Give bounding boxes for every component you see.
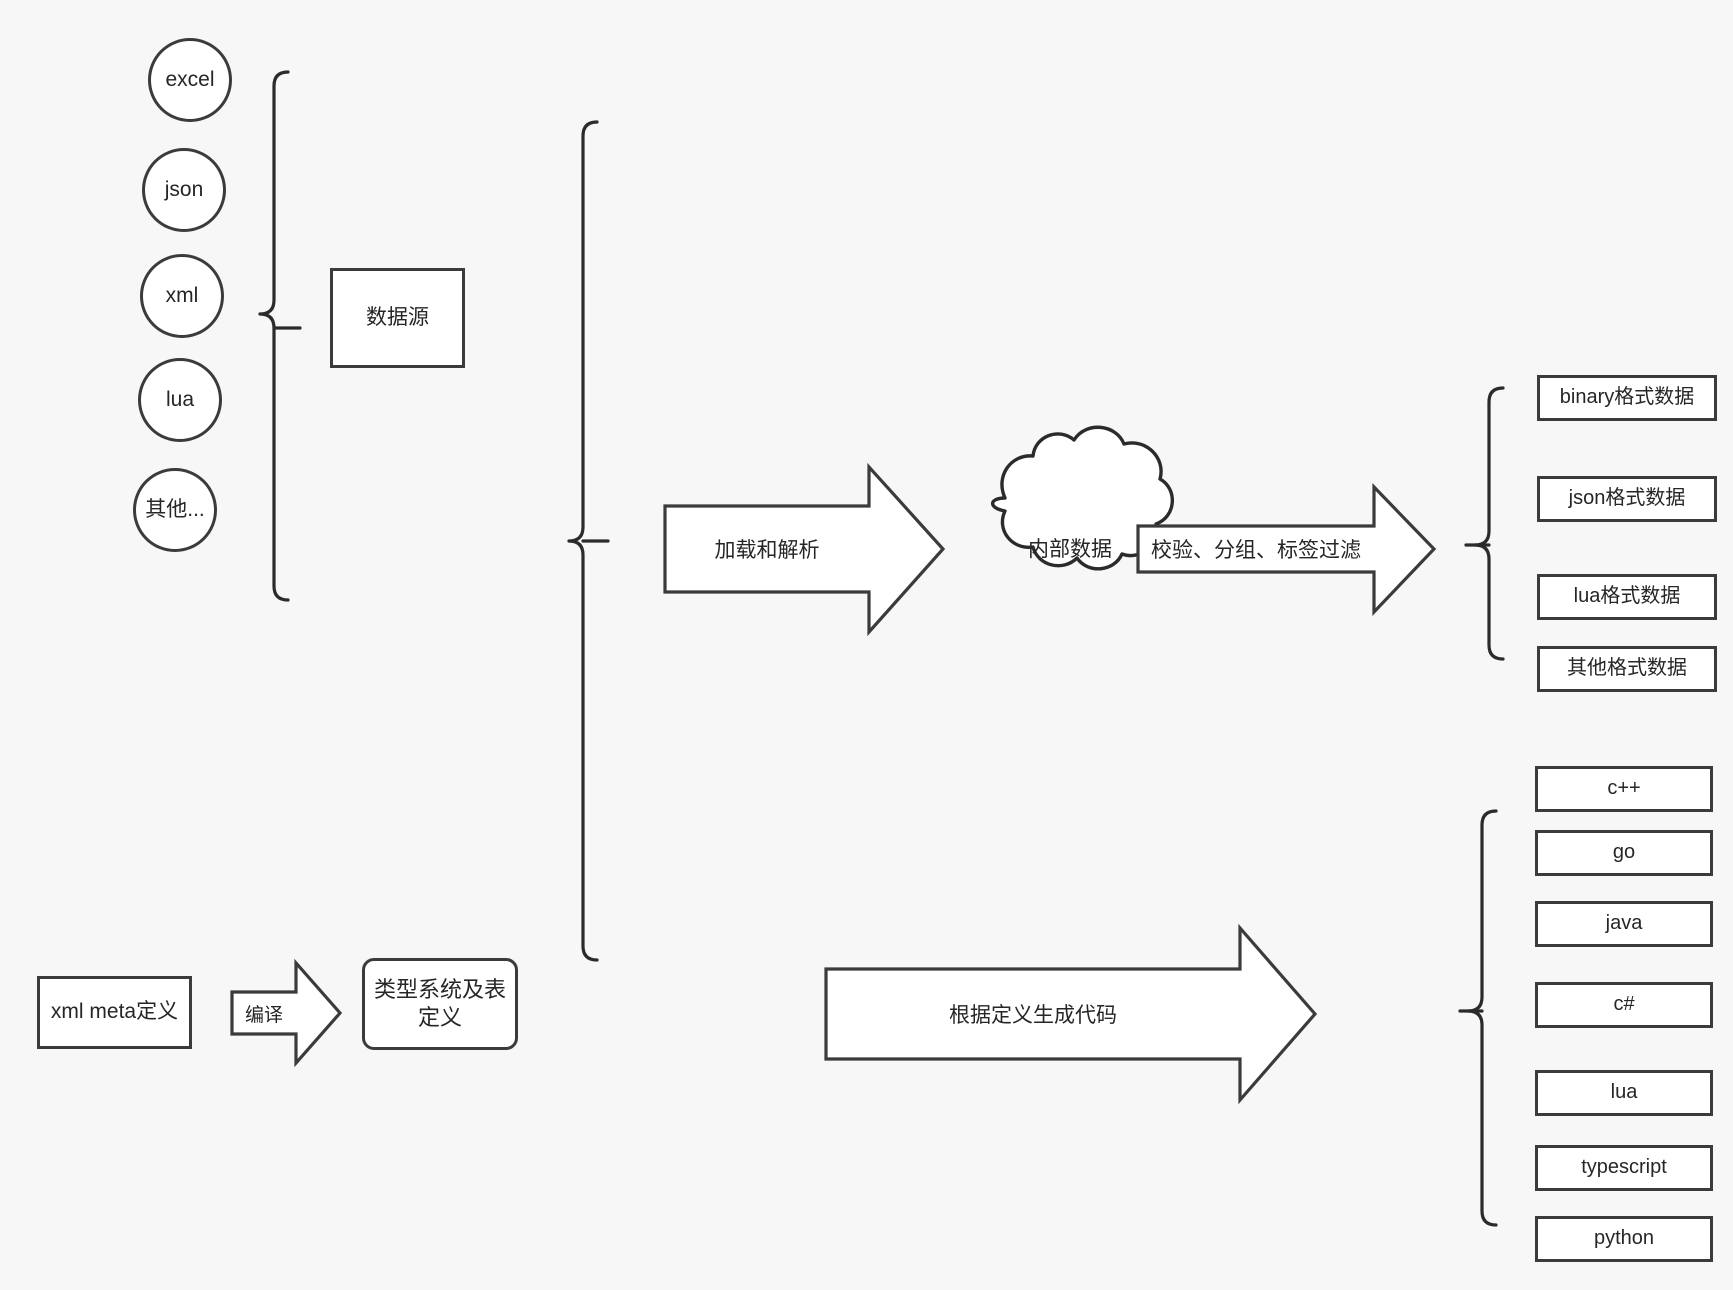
format-label: json格式数据 bbox=[1568, 487, 1686, 510]
source-label: excel bbox=[165, 67, 215, 91]
language-box-csharp[interactable]: c# bbox=[1535, 982, 1713, 1028]
filter-arrow-shape bbox=[1136, 483, 1437, 616]
language-label: lua bbox=[1610, 1081, 1638, 1104]
sources-brace bbox=[258, 70, 290, 602]
format-label: binary格式数据 bbox=[1559, 386, 1695, 409]
source-node-other[interactable]: 其他... bbox=[133, 468, 217, 552]
format-box-json[interactable]: json格式数据 bbox=[1537, 476, 1717, 522]
pipeline-input-brace bbox=[567, 120, 599, 962]
source-label: xml bbox=[165, 283, 199, 307]
language-label: typescript bbox=[1581, 1156, 1667, 1179]
source-node-lua[interactable]: lua bbox=[138, 358, 222, 442]
xml-meta-label: xml meta定义 bbox=[50, 1000, 179, 1024]
type-system-label: 类型系统及表定义 bbox=[373, 976, 506, 1030]
language-box-go[interactable]: go bbox=[1535, 830, 1713, 876]
type-system-definition-box[interactable]: 类型系统及表定义 bbox=[362, 958, 518, 1050]
language-label: java bbox=[1605, 912, 1643, 935]
format-label: 其他格式数据 bbox=[1567, 657, 1687, 680]
data-source-group-box[interactable]: 数据源 bbox=[330, 268, 465, 368]
language-box-typescript[interactable]: typescript bbox=[1535, 1145, 1713, 1191]
source-node-xml[interactable]: xml bbox=[140, 254, 224, 338]
language-label: go bbox=[1612, 841, 1636, 864]
compile-arrow-shape bbox=[230, 958, 343, 1068]
load-parse-arrow-shape bbox=[663, 462, 946, 637]
source-label: lua bbox=[165, 387, 195, 411]
language-box-cpp[interactable]: c++ bbox=[1535, 766, 1713, 812]
language-box-python[interactable]: python bbox=[1535, 1216, 1713, 1262]
codegen-arrow-shape bbox=[824, 923, 1318, 1105]
internal-data-cloud-shape bbox=[990, 425, 1175, 571]
format-box-lua[interactable]: lua格式数据 bbox=[1537, 574, 1717, 620]
language-label: python bbox=[1593, 1227, 1655, 1250]
language-box-java[interactable]: java bbox=[1535, 901, 1713, 947]
source-node-excel[interactable]: excel bbox=[148, 38, 232, 122]
format-box-binary[interactable]: binary格式数据 bbox=[1537, 375, 1717, 421]
format-box-other[interactable]: 其他格式数据 bbox=[1537, 646, 1717, 692]
format-label: lua格式数据 bbox=[1573, 585, 1681, 608]
data-source-group-label: 数据源 bbox=[366, 305, 429, 329]
language-box-lua[interactable]: lua bbox=[1535, 1070, 1713, 1116]
source-node-json[interactable]: json bbox=[142, 148, 226, 232]
language-label: c++ bbox=[1607, 777, 1641, 800]
xml-meta-definition-box[interactable]: xml meta定义 bbox=[37, 976, 192, 1049]
source-label: json bbox=[164, 177, 204, 201]
source-label: 其他... bbox=[145, 497, 205, 521]
language-label: c# bbox=[1613, 993, 1635, 1016]
